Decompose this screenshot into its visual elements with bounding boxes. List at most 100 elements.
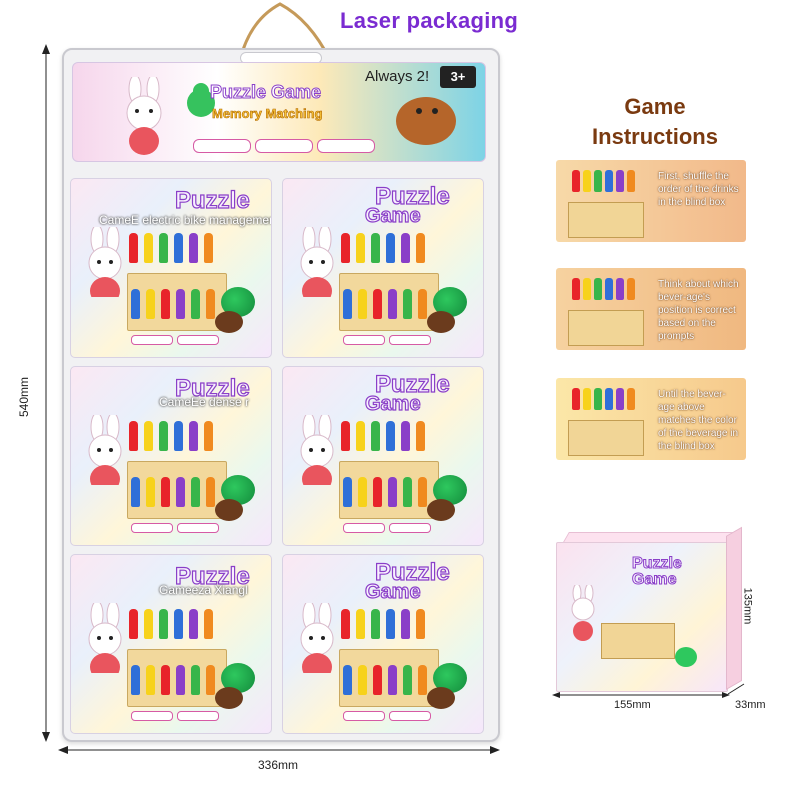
box-title-line1: Puzzle — [632, 555, 683, 572]
instructions-heading-line1: Game — [624, 94, 686, 119]
bottle — [418, 477, 427, 507]
bottle — [616, 170, 624, 192]
shell-icon — [427, 311, 455, 333]
bottle — [373, 289, 382, 319]
bottle — [341, 609, 350, 639]
bottle — [572, 278, 580, 300]
watermark-text: Gameeza Xiangl — [159, 583, 248, 597]
bottle — [146, 665, 155, 695]
bottle — [401, 233, 410, 263]
bottle — [401, 609, 410, 639]
bottle — [627, 388, 635, 410]
bottle — [583, 170, 591, 192]
bottle — [627, 170, 635, 192]
bottle — [159, 609, 168, 639]
bottle — [206, 665, 215, 695]
header-tag — [255, 139, 313, 153]
box-depth-label: 33mm — [735, 699, 766, 711]
card-title: Puzzle — [374, 182, 450, 210]
bottle — [386, 609, 395, 639]
label-pill — [389, 335, 431, 345]
bottle — [131, 477, 140, 507]
bottle — [373, 477, 382, 507]
instruction-text: Think about which bever-age's position i… — [658, 279, 739, 342]
bottle — [388, 477, 397, 507]
shell-icon — [215, 499, 243, 521]
bottle — [373, 665, 382, 695]
bottle — [204, 609, 213, 639]
bottle — [572, 388, 580, 410]
card-title: Puzzle — [374, 558, 450, 586]
bunny-icon — [300, 603, 334, 673]
bottle — [189, 609, 198, 639]
label-pill — [177, 335, 219, 345]
bottle — [144, 421, 153, 451]
bottle — [189, 233, 198, 263]
bottle — [627, 278, 635, 300]
bottle — [416, 233, 425, 263]
turtle-icon — [675, 647, 697, 667]
bottle — [191, 289, 200, 319]
instruction-text: Until the bever-age above matches the co… — [658, 389, 739, 452]
bottle — [174, 421, 183, 451]
watermark-text: CameE electric bike management — [99, 213, 272, 227]
bottle — [605, 170, 613, 192]
bunny-icon — [88, 227, 122, 297]
bottle — [418, 289, 427, 319]
bunny-icon — [126, 77, 162, 155]
box-shelf — [601, 623, 675, 659]
bottle — [356, 421, 365, 451]
blind-box-shelf — [568, 420, 644, 456]
capybara-icon — [396, 97, 456, 145]
bunny-icon — [88, 603, 122, 673]
bottle — [388, 665, 397, 695]
bottle — [131, 289, 140, 319]
bottle — [416, 609, 425, 639]
bottle — [583, 388, 591, 410]
bottle — [189, 421, 198, 451]
label-pill — [389, 711, 431, 721]
card-title: Puzzle — [174, 186, 250, 214]
label-pill — [131, 335, 173, 345]
bottle — [131, 665, 140, 695]
bottle — [358, 289, 367, 319]
label-pill — [177, 711, 219, 721]
bottle — [371, 233, 380, 263]
label-pill — [343, 711, 385, 721]
box-width-label: 155mm — [614, 699, 651, 711]
bottle — [616, 278, 624, 300]
bottle — [403, 289, 412, 319]
bottle — [371, 609, 380, 639]
instructions-heading: Game Instructions — [580, 92, 730, 152]
bottle — [129, 609, 138, 639]
bottle — [594, 388, 602, 410]
shell-icon — [215, 311, 243, 333]
bottle — [144, 609, 153, 639]
bottle — [161, 477, 170, 507]
bottle — [386, 421, 395, 451]
bottle — [129, 233, 138, 263]
board-width-label: 336mm — [258, 758, 299, 772]
header-card — [72, 62, 486, 162]
bunny-icon — [300, 227, 334, 297]
header-tag — [193, 139, 251, 153]
bottle — [371, 421, 380, 451]
card-title: Puzzle — [374, 370, 450, 398]
label-pill — [389, 523, 431, 533]
bottle — [343, 289, 352, 319]
bottle — [343, 665, 352, 695]
product-box — [556, 542, 728, 692]
label-pill — [131, 711, 173, 721]
bottle — [176, 477, 185, 507]
card-title-line2: Game — [364, 204, 421, 227]
bottle — [572, 170, 580, 192]
bottle — [616, 388, 624, 410]
bottle — [356, 609, 365, 639]
bottle — [161, 289, 170, 319]
bunny-icon — [88, 415, 122, 485]
header-subtitle: Memory Matching — [212, 106, 323, 122]
